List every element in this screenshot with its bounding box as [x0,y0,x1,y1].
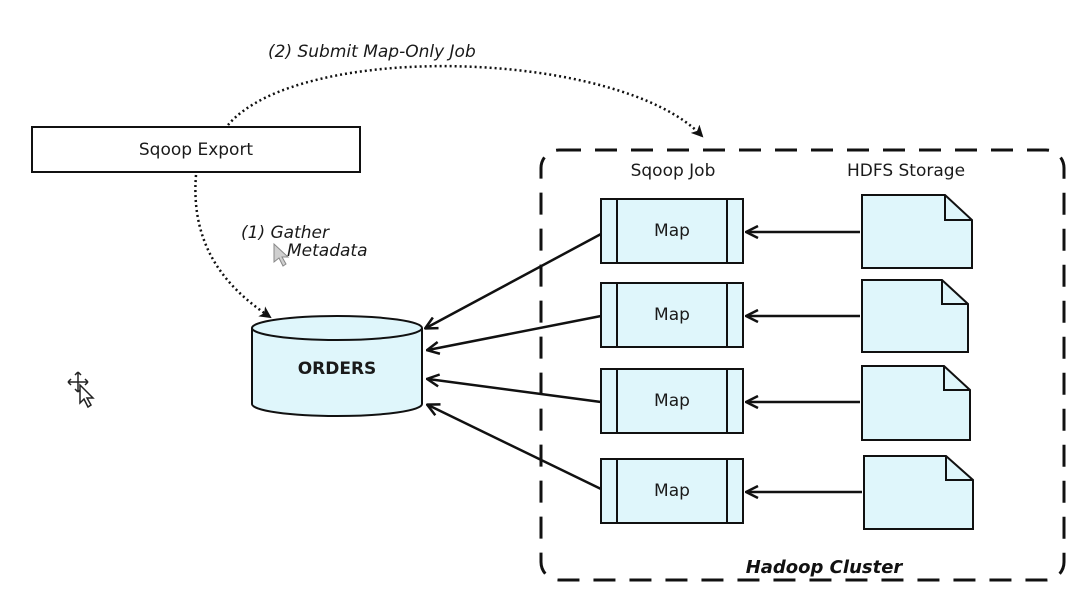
mouse-cursor-icon [273,242,290,267]
sqoop-job-header: Sqoop Job [631,161,716,181]
gather-metadata-arrow [194,174,272,319]
submit-job-arrow [227,64,704,138]
hdfs-storage-header: HDFS Storage [847,161,965,181]
hdfs-file-icon [861,365,971,441]
map-task: Map [600,282,744,348]
map-to-orders-arrows [426,232,602,491]
move-cursor-icon [67,371,95,409]
map-label: Map [654,481,690,501]
map-task: Map [600,458,744,524]
hdfs-file-icon [861,279,969,353]
map-label: Map [654,391,690,411]
sqoop-export-label: Sqoop Export [139,140,254,160]
step1-label-line1: (1) Gather [241,223,330,243]
hdfs-to-map-arrows [747,232,862,492]
hdfs-file-icon [861,194,973,269]
orders-database: ORDERS [251,315,423,417]
hdfs-file-icon [863,455,974,530]
database-label: ORDERS [298,359,377,379]
step1-label-line2: Metadata [287,241,368,261]
map-task: Map [600,198,744,264]
map-label: Map [654,221,690,241]
map-task: Map [600,368,744,434]
hadoop-cluster-label: Hadoop Cluster [746,557,904,578]
step2-label: (2) Submit Map-Only Job [268,42,476,62]
sqoop-export-node: Sqoop Export [31,126,361,173]
map-label: Map [654,305,690,325]
